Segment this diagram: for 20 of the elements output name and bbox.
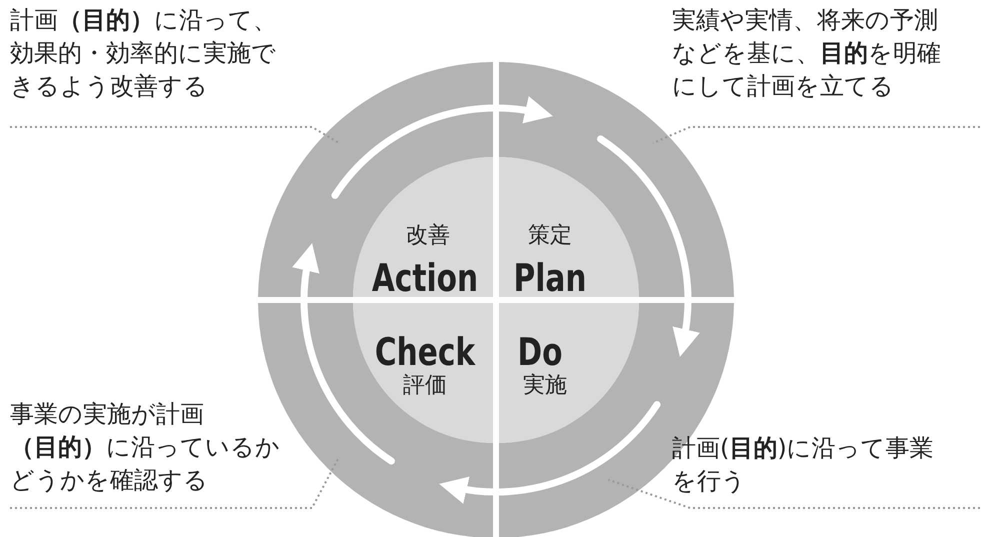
cycle-arrow bbox=[331, 96, 553, 199]
leader-line bbox=[10, 456, 340, 509]
description-text: 事業の実施が計画（目的）に沿っているかどうかを確認する bbox=[10, 398, 280, 497]
leader-line bbox=[10, 126, 340, 144]
description-text: 計画(目的)に沿って事業を行う bbox=[672, 432, 942, 498]
stage-name: Check bbox=[374, 333, 476, 371]
description-text: 計画（目的）に沿って、効果的・効率的に実施できるよう改善する bbox=[10, 4, 280, 103]
stage-label: 実施 bbox=[523, 375, 567, 397]
description-text: 実績や実情、将来の予測などを基に、目的を明確にして計画を立てる bbox=[672, 4, 942, 103]
cycle-arrow bbox=[439, 401, 661, 504]
stage-name: Action bbox=[372, 259, 478, 297]
stage-name: Do bbox=[518, 333, 562, 371]
cycle-arrow bbox=[597, 135, 700, 357]
leader-line bbox=[652, 126, 980, 144]
leader-line bbox=[608, 478, 980, 509]
cycle-arrow bbox=[292, 243, 395, 465]
stage-name: Plan bbox=[514, 259, 586, 297]
stage-label: 評価 bbox=[403, 375, 447, 397]
stage-label: 策定 bbox=[528, 225, 572, 247]
stage-label: 改善 bbox=[406, 225, 450, 247]
